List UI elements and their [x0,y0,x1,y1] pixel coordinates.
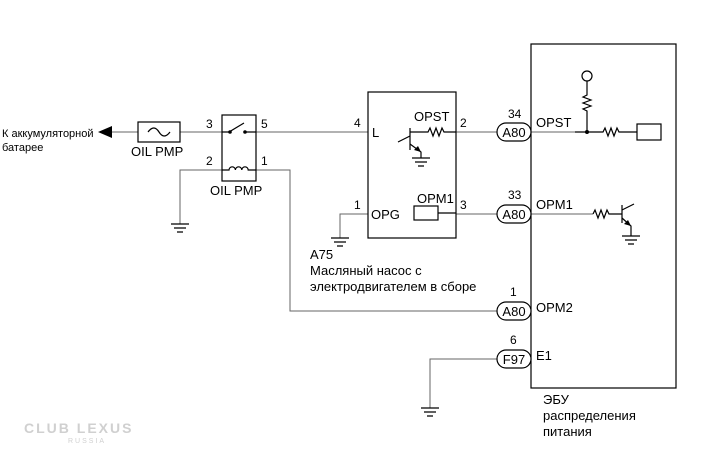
ecu-terminal-opm1: OPM1 [536,197,573,212]
wire-pump-opg-ground [339,213,368,238]
watermark-line2: RUSSIA [68,438,106,445]
pump-name-line1: Масляный насос с [310,263,422,278]
pump-terminal-opg: OPG [371,207,400,222]
pump-pin-1: 1 [354,198,361,212]
connector-badge [496,301,532,321]
connector-badge [496,204,532,224]
connector-pin: 34 [508,107,522,121]
fuse-icon [137,121,181,143]
watermark-logo: CLUB LEXUS RUSSIA [24,420,133,445]
ecu-name-line2: распределения [543,408,636,423]
relay: 3 5 2 1 [206,114,268,182]
relay-pin-3: 3 [206,117,213,131]
ecu-name-line1: ЭБУ [543,392,570,407]
pump-pin-2: 2 [460,116,467,130]
connector-pin: 33 [508,188,522,202]
ecu-terminal-e1: E1 [536,348,552,363]
watermark-line1: CLUB LEXUS [24,420,133,436]
connector-badge [496,122,532,142]
pump-terminal-l: L [372,125,379,140]
pump-code: A75 [310,247,333,262]
connector-badge [496,349,532,369]
pump-name-line2: электродвигателем в сборе [310,279,476,294]
battery-label-line1: К аккумуляторной [2,128,94,140]
connector-code: A80 [502,125,525,140]
pump-terminal-opm1: OPM1 [417,191,454,206]
ecu-internal-opst [575,70,662,141]
oil-pump-assembly: 4 L 1 OPG 2 3 OPST OPM1 [354,91,467,239]
transistor-icon [397,126,456,167]
pump-load-block [413,205,439,221]
relay-label: OIL PMP [210,183,262,198]
connector-code: A80 [502,304,525,319]
ecu-transistor-icon [592,203,640,245]
fuse-label: OIL PMP [131,144,183,159]
wires [112,131,593,408]
ground-icon [421,407,439,417]
connector-code: F97 [503,352,525,367]
ecu-terminal-opst: OPST [536,115,571,130]
relay-body [221,114,257,182]
relay-pin-5: 5 [261,117,268,131]
wire-relay-coil-opm2 [256,169,497,312]
connector-a80-opm2: A80 1 OPM2 [496,285,573,321]
pump-terminal-opst: OPST [414,109,449,124]
pump-pin-4: 4 [354,116,361,130]
relay-pin-1: 1 [261,154,268,168]
connector-pin: 6 [510,333,517,347]
battery-label-line2: батарее [2,142,43,154]
pump-pin-3: 3 [460,198,467,212]
relay-coil-icon [222,166,256,171]
connector-pin: 1 [510,285,517,299]
connector-a80-opm1: A80 33 OPM1 [496,188,573,224]
connector-code: A80 [502,207,525,222]
ecu-name-line3: питания [543,424,592,439]
oil-pump-box [367,91,457,239]
wire-e1-ground [429,358,497,408]
connector-a80-opst: A80 34 OPST [496,107,571,142]
connector-f97-e1: F97 6 E1 [496,333,552,369]
battery-arrow-icon [98,126,112,138]
ecu-terminal-opm2: OPM2 [536,300,573,315]
wire-relay-coil-ground [179,169,222,224]
ground-icon [171,223,189,233]
relay-pin-2: 2 [206,154,213,168]
ground-icon [331,237,349,247]
relay-switch-icon [222,122,256,133]
